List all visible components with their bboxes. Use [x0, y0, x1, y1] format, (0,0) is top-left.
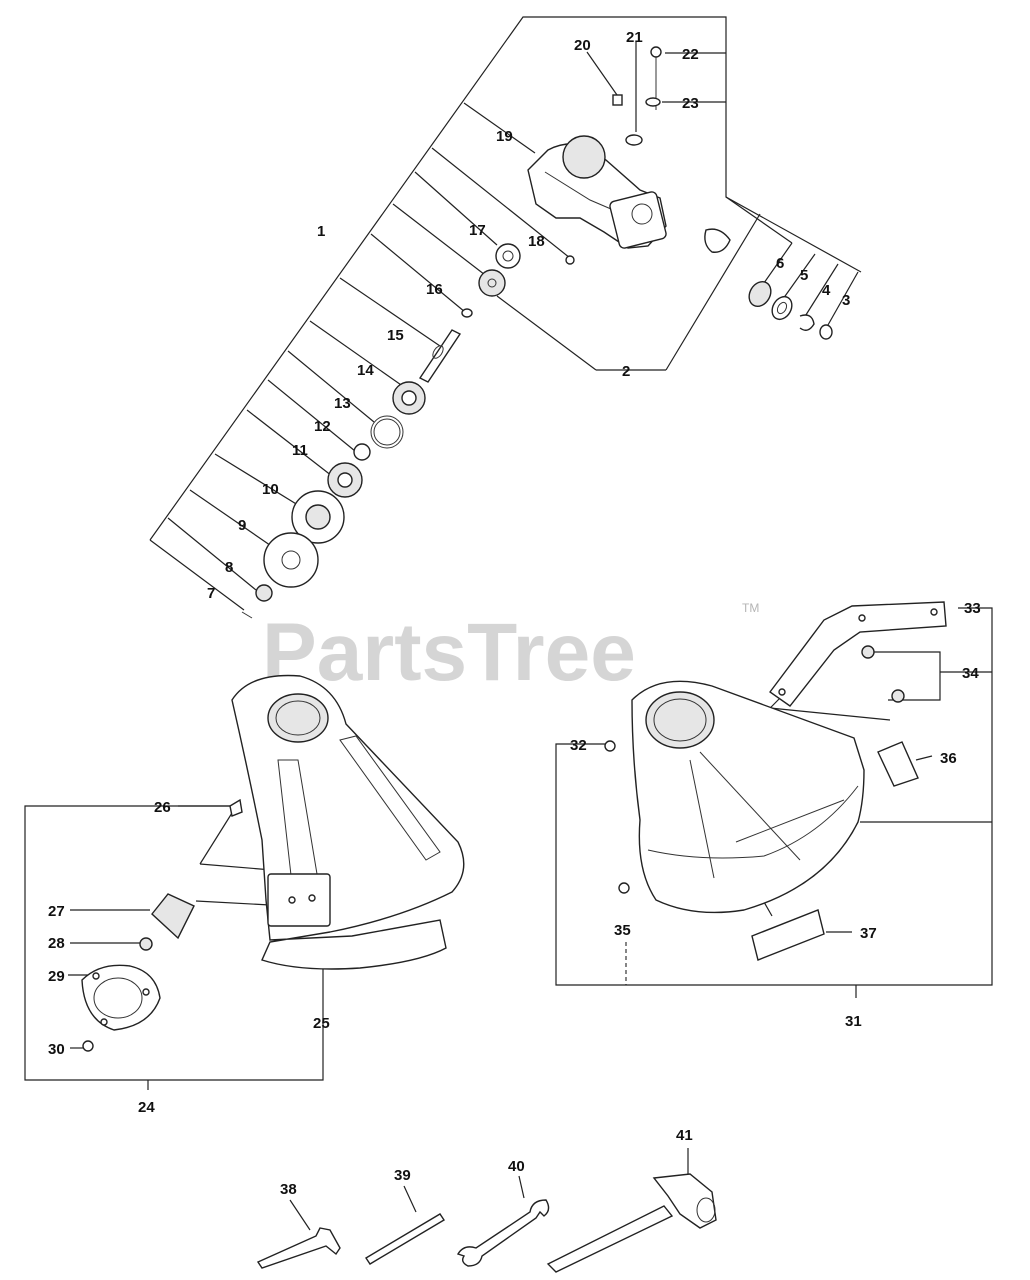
- callout-25: 25: [313, 1015, 330, 1032]
- callout-7: 7: [207, 585, 215, 602]
- callout-41: 41: [676, 1127, 693, 1144]
- callout-5: 5: [800, 267, 808, 284]
- callout-40: 40: [508, 1158, 525, 1175]
- watermark-trademark: TM: [742, 601, 759, 615]
- callout-28: 28: [48, 935, 65, 952]
- callout-3: 3: [842, 292, 850, 309]
- callout-9: 9: [238, 517, 246, 534]
- callout-20: 20: [574, 37, 591, 54]
- tools: [256, 1148, 717, 1273]
- gear-case-parts: [241, 46, 833, 619]
- callout-4: 4: [822, 282, 831, 299]
- watermark: PartsTree: [262, 607, 636, 698]
- callout-29: 29: [48, 968, 65, 985]
- callout-26: 26: [154, 799, 171, 816]
- callout-27: 27: [48, 903, 65, 920]
- callout-16: 16: [426, 281, 443, 298]
- callout-12: 12: [314, 418, 331, 435]
- gear-assembly-bracket: [149, 16, 862, 611]
- callout-35: 35: [614, 922, 631, 939]
- callout-34: 34: [962, 665, 979, 682]
- callout-8: 8: [225, 559, 233, 576]
- callout-15: 15: [387, 327, 404, 344]
- callout-32: 32: [570, 737, 587, 754]
- guard-assembly-31: [555, 601, 993, 998]
- callout-37: 37: [860, 925, 877, 942]
- guard-assembly-24: [24, 674, 465, 1090]
- callout-23: 23: [682, 95, 699, 112]
- callout-33: 33: [964, 600, 981, 617]
- callout-14: 14: [357, 362, 374, 379]
- callout-13: 13: [334, 395, 351, 412]
- callout-1: 1: [317, 223, 325, 240]
- callout-38: 38: [280, 1181, 297, 1198]
- callout-30: 30: [48, 1041, 65, 1058]
- callout-labels: 1 2 3 4 5 6 7 8 9 10 11 12 13 14 15 16 1…: [48, 29, 981, 1198]
- callout-36: 36: [940, 750, 957, 767]
- callout-17: 17: [469, 222, 486, 239]
- callout-22: 22: [682, 46, 699, 63]
- callout-18: 18: [528, 233, 545, 250]
- callout-24: 24: [138, 1099, 155, 1116]
- callout-31: 31: [845, 1013, 862, 1030]
- callout-39: 39: [394, 1167, 411, 1184]
- callout-11: 11: [292, 442, 308, 459]
- callout-19: 19: [496, 128, 513, 145]
- callout-21: 21: [626, 29, 643, 46]
- callout-2: 2: [622, 363, 630, 380]
- callout-6: 6: [776, 255, 784, 272]
- callout-10: 10: [262, 481, 279, 498]
